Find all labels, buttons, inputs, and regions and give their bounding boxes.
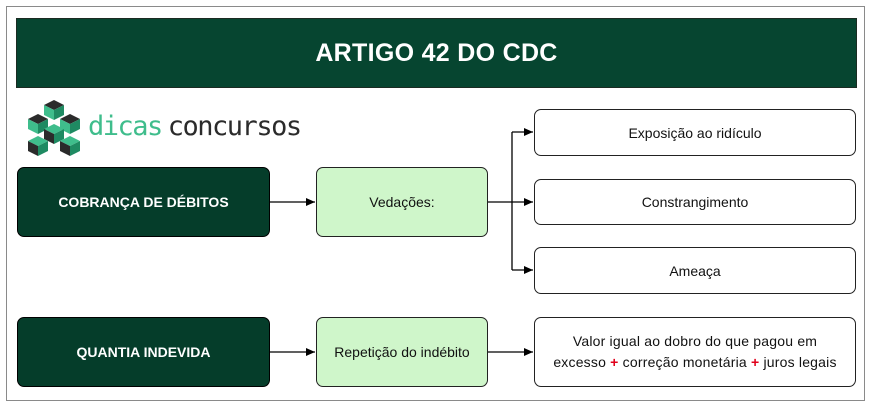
plus-sign: + [750,354,760,370]
valor-node: Valor igual ao dobro do que pagou em exc… [534,317,856,387]
quantia-label: QUANTIA INDEVIDA [76,344,211,360]
vedacoes-node: Vedações: [316,167,488,237]
plus-sign: + [610,354,619,370]
valor-line-2: excesso + correção monetária + juros leg… [553,352,836,373]
valor-line-1: Valor igual ao dobro do que pagou em [572,333,818,349]
repeticao-node: Repetição do indébito [316,317,488,387]
exposicao-node: Exposição ao ridículo [534,109,856,156]
constrangimento-node: Constrangimento [534,179,856,225]
cobranca-node: COBRANÇA DE DÉBITOS [17,167,270,237]
repeticao-label: Repetição do indébito [334,344,470,360]
logo-word-concursos: concursos [167,111,302,142]
valor-juros: juros legais [763,354,837,370]
ameaca-label: Ameaça [669,262,721,279]
vedacoes-label: Vedações: [369,194,435,210]
valor-correcao: correção monetária [622,354,747,370]
quantia-node: QUANTIA INDEVIDA [17,317,270,387]
logo-word-dicas: dicas [88,111,163,142]
cube-logo-icon [28,100,80,156]
page-title: ARTIGO 42 DO CDC [16,18,857,88]
cobranca-label: COBRANÇA DE DÉBITOS [58,194,229,210]
constrangimento-label: Constrangimento [641,194,749,210]
exposicao-label: Exposição ao ridículo [628,124,762,141]
valor-excesso: excesso [553,354,607,370]
ameaca-node: Ameaça [534,247,856,294]
